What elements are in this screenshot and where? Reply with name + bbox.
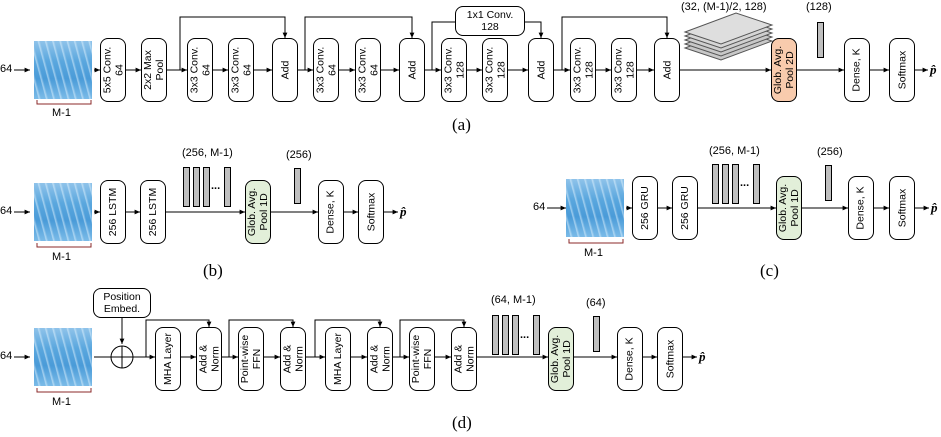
d-input-width-label: M-1: [52, 396, 71, 408]
c-sequence-bar: [722, 164, 729, 204]
c-output-p-hat: p̂: [931, 200, 938, 215]
c-sequence-bar: [732, 164, 739, 204]
b-sequence-bar: [193, 167, 200, 207]
d-output-p-hat: p̂: [699, 349, 706, 364]
a-stack-dims-label: (32, (M-1)/2, 128): [681, 1, 767, 13]
d-add-norm-block: Add & Norm: [451, 327, 477, 391]
d-vector-dims-label: (64): [586, 297, 606, 309]
a-conv3x3-block: 3x3 Conv. 64: [355, 38, 381, 102]
a-shortcut-conv1x1-box: 1x1 Conv. 128: [455, 6, 525, 36]
b-lstm-block: 256 LSTM: [140, 180, 166, 244]
b-vector-dims-label: (256): [286, 149, 312, 161]
a-pooled-vector-bar: [817, 22, 824, 58]
a-caption: (a): [452, 115, 471, 134]
d-ellipsis: ...: [520, 329, 530, 341]
d-spectrogram-input: [34, 328, 92, 386]
d-sequence-bar: [502, 315, 509, 355]
b-output-p-hat: p̂: [400, 204, 407, 219]
c-input-height-label: 64: [533, 201, 546, 213]
a-conv3x3-block: 3x3 Conv. 128: [441, 38, 467, 102]
position-add-circle: [110, 345, 134, 369]
b-lstm-block: 256 LSTM: [100, 180, 126, 244]
a-conv3x3-block: 3x3 Conv. 64: [228, 38, 254, 102]
c-gru-block: 256 GRU: [632, 176, 658, 240]
a-add-block: Add: [528, 38, 554, 102]
a-add-block: Add: [399, 38, 425, 102]
a-conv5x5-block: 5x5 Conv. 64: [100, 38, 126, 102]
d-add-norm-block: Add & Norm: [196, 327, 222, 391]
c-input-width-label: M-1: [584, 247, 603, 259]
a-conv3x3-block: 3x3 Conv. 128: [570, 38, 596, 102]
c-ellipsis: ...: [740, 177, 750, 189]
a-softmax-block: Softmax: [889, 38, 915, 102]
b-seq-dims-label: (256, M-1): [182, 147, 233, 159]
c-caption: (c): [760, 261, 779, 280]
b-sequence-bar: [224, 167, 231, 207]
b-caption: (b): [203, 261, 223, 280]
a-add-block: Add: [272, 38, 298, 102]
a-spectrogram-input: [34, 41, 92, 99]
d-global-avg-pool-1d-block: Glob. Avg. Pool 1D: [548, 327, 574, 391]
b-input-height-label: 64: [0, 205, 13, 217]
b-pooled-vector-bar: [294, 168, 301, 204]
d-mha-layer-block: MHA Layer: [325, 327, 351, 391]
d-position-embedding-box: Position Embed.: [93, 288, 151, 318]
a-conv3x3-block: 3x3 Conv. 128: [611, 38, 637, 102]
a-conv3x3-block: 3x3 Conv. 64: [187, 38, 213, 102]
b-sequence-bar: [183, 167, 190, 207]
d-pointwise-ffn-block: Point-wise FFN: [409, 327, 435, 391]
d-dense-block: Dense, K: [617, 327, 643, 391]
a-add-block: Add: [654, 38, 680, 102]
d-pointwise-ffn-block: Point-wise FFN: [238, 327, 264, 391]
d-add-norm-block: Add & Norm: [367, 327, 393, 391]
feature-map-stack: [683, 12, 774, 61]
b-input-width-label: M-1: [52, 251, 71, 263]
a-vector-dims-label: (128): [806, 1, 832, 13]
c-sequence-bar: [753, 164, 760, 204]
c-dense-block: Dense, K: [848, 176, 874, 240]
d-add-norm-block: Add & Norm: [280, 327, 306, 391]
d-softmax-block: Softmax: [657, 327, 683, 391]
b-global-avg-pool-1d-block: Glob. Avg. Pool 1D: [245, 180, 271, 244]
d-mha-layer-block: MHA Layer: [155, 327, 181, 391]
b-dense-block: Dense, K: [318, 180, 344, 244]
c-gru-block: 256 GRU: [672, 176, 698, 240]
c-sequence-bar: [712, 164, 719, 204]
a-input-height-label: 64: [0, 63, 13, 75]
d-pooled-vector-bar: [593, 316, 600, 352]
c-pooled-vector-bar: [825, 165, 832, 201]
d-input-height-label: 64: [0, 350, 13, 362]
b-softmax-block: Softmax: [358, 180, 384, 244]
c-vector-dims-label: (256): [817, 146, 843, 158]
a-conv3x3-block: 3x3 Conv. 128: [482, 38, 508, 102]
d-seq-dims-label: (64, M-1): [491, 294, 536, 306]
b-spectrogram-input: [34, 183, 92, 241]
c-softmax-block: Softmax: [889, 176, 915, 240]
d-sequence-bar: [533, 315, 540, 355]
d-sequence-bar: [512, 315, 519, 355]
c-spectrogram-input: [566, 179, 624, 237]
a-dense-block: Dense, K: [844, 38, 870, 102]
a-input-width-label: M-1: [52, 107, 71, 119]
a-output-p-hat: p̂: [930, 62, 937, 77]
b-ellipsis: ...: [211, 180, 221, 192]
b-sequence-bar: [203, 167, 210, 207]
c-global-avg-pool-1d-block: Glob. Avg. Pool 1D: [776, 176, 802, 240]
d-sequence-bar: [492, 315, 499, 355]
a-conv3x3-block: 3x3 Conv. 64: [313, 38, 339, 102]
d-caption: (d): [452, 413, 472, 432]
c-seq-dims-label: (256, M-1): [709, 145, 760, 157]
a-maxpool-block: 2x2 Max Pool: [141, 38, 167, 102]
a-global-avg-pool-2d-block: Glob. Avg. Pool 2D: [771, 38, 797, 102]
